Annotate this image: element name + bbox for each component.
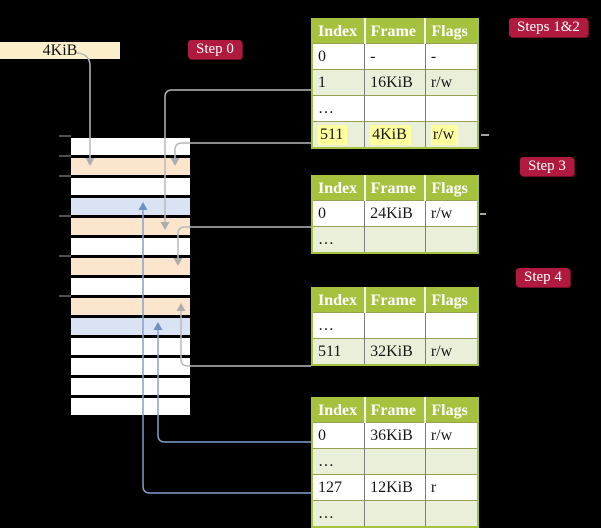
table-cell: - — [425, 43, 478, 70]
table-row: … — [312, 500, 478, 527]
table-cell: … — [312, 226, 366, 253]
column-header-flags: Flags — [425, 19, 478, 44]
table-row: … — [312, 226, 478, 253]
column-header-index: Index — [312, 176, 366, 201]
memory-frame-row-peach — [71, 157, 190, 175]
highlighted-value: 511 — [318, 124, 348, 145]
memory-frame-row-white — [71, 137, 190, 155]
table-cell: 24KiB — [364, 200, 426, 227]
table-cell — [425, 448, 478, 475]
memory-frame-row-white — [71, 237, 190, 255]
table-cell — [425, 312, 478, 339]
table-row: 0-- — [312, 43, 478, 70]
table-cell — [425, 500, 478, 527]
frame-size-label-box: 4KiB — [0, 42, 120, 59]
column-header-index: Index — [312, 398, 366, 423]
table-cell: 0 — [312, 200, 366, 227]
table-row: 511 4KiB r/w — [312, 121, 478, 148]
memory-frame-row-peach — [71, 297, 190, 315]
table-cell: 127 — [312, 474, 366, 501]
table-cell: 16KiB — [364, 69, 426, 96]
table-cell: 36KiB — [364, 422, 426, 449]
memory-frame-row-white — [71, 377, 190, 395]
column-header-frame: Frame — [364, 19, 427, 44]
memory-frame-row-peach — [71, 217, 190, 235]
memory-frame-row-white — [71, 357, 190, 375]
table-cell — [364, 500, 426, 527]
table-cell — [364, 226, 426, 253]
table-cell: r/w — [425, 69, 478, 96]
step3-badge: Step 3 — [520, 157, 574, 176]
column-header-index: Index — [312, 288, 366, 313]
connector-entry511-to-frame-32kib — [180, 310, 311, 367]
memory-frame-row-peach — [71, 257, 190, 275]
table-cell: r/w — [425, 121, 478, 148]
table-cell: … — [312, 448, 366, 475]
column-header-frame: Frame — [364, 288, 427, 313]
table-cell: 511 — [312, 121, 366, 148]
table-cell: 0 — [312, 43, 366, 70]
step0-badge: Step 0 — [188, 40, 242, 59]
memory-frame-row-blue — [71, 317, 190, 335]
column-header-frame: Frame — [364, 398, 427, 423]
table-cell: - — [364, 43, 426, 70]
table-cell: 511 — [312, 338, 366, 365]
column-header-index: Index — [312, 19, 366, 44]
table-cell: 4KiB — [364, 121, 426, 148]
table-row: … — [312, 95, 478, 122]
table-cell — [425, 95, 478, 122]
table-cell: … — [312, 95, 366, 122]
highlighted-value: r/w — [430, 124, 459, 145]
table-cell: 32KiB — [364, 338, 426, 365]
steps12-badge: Steps 1&2 — [509, 18, 588, 37]
connector-entry0-to-frame-24kib — [177, 226, 311, 259]
table-cell: 1 — [312, 69, 366, 96]
column-header-frame: Frame — [364, 176, 427, 201]
connector-entry511-to-frame-4kib — [174, 142, 311, 159]
table-cell: 12KiB — [364, 474, 426, 501]
table-cell: r/w — [425, 422, 478, 449]
memory-frame-row-white — [71, 337, 190, 355]
table-cell: … — [312, 500, 366, 527]
memory-frame-row-white — [71, 397, 190, 415]
column-header-flags: Flags — [425, 176, 478, 201]
table-cell: r — [425, 474, 478, 501]
table-row: … — [312, 312, 478, 339]
table-row: … — [312, 448, 478, 475]
table-cell — [364, 95, 426, 122]
highlighted-value: 4KiB — [370, 124, 411, 145]
table-cell — [364, 312, 426, 339]
memory-frame-row-blue — [71, 197, 190, 215]
step4-badge: Step 4 — [516, 268, 570, 287]
table-cell: r/w — [425, 200, 478, 227]
table-cell — [364, 448, 426, 475]
physical-memory-stack — [71, 136, 190, 417]
table-cell — [425, 226, 478, 253]
memory-frame-row-white — [71, 177, 190, 195]
table-cell: … — [312, 312, 366, 339]
memory-frame-row-white — [71, 277, 190, 295]
table-cell: r/w — [425, 338, 478, 365]
column-header-flags: Flags — [425, 398, 478, 423]
column-header-flags: Flags — [425, 288, 478, 313]
table-cell: 0 — [312, 422, 366, 449]
